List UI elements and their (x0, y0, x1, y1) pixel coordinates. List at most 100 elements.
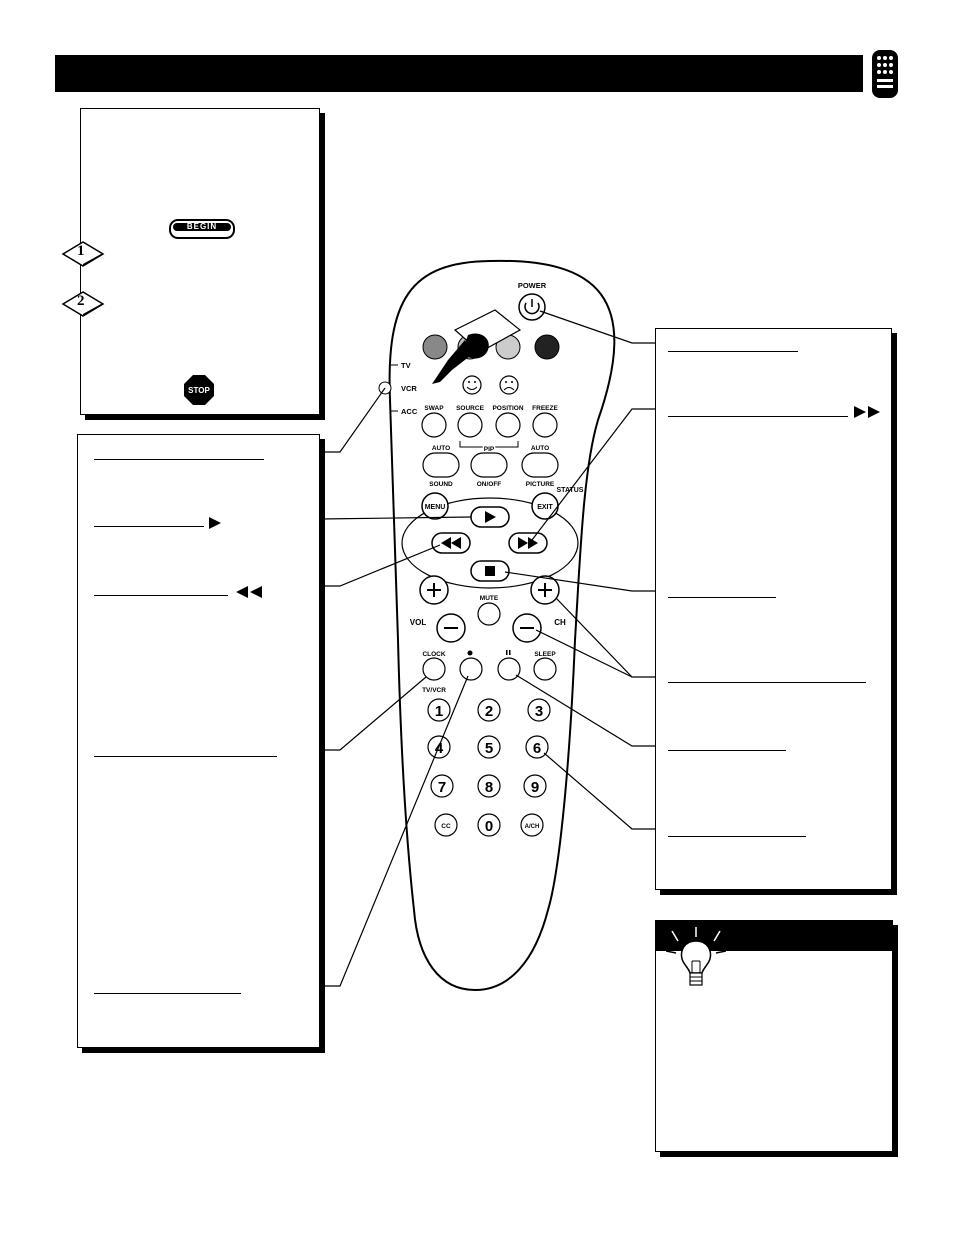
tip-panel (655, 920, 893, 1152)
svg-text:CC: CC (441, 823, 451, 830)
menu-button[interactable] (421, 492, 449, 520)
svg-text:9: 9 (531, 779, 539, 796)
callout-lines-right (504, 310, 655, 830)
pause-icon (506, 650, 511, 655)
step-1-number: 1 (77, 243, 85, 259)
svg-text:A/CH: A/CH (525, 824, 540, 830)
heading-underline (668, 836, 806, 837)
digit-7-button[interactable] (430, 774, 454, 798)
play-icon (485, 511, 496, 523)
svg-text:SOURCE: SOURCE (456, 405, 484, 412)
record-button[interactable] (459, 657, 483, 681)
right-descriptions-panel (655, 328, 892, 890)
pointing-hand-icon (432, 309, 522, 384)
alternate-channel-button[interactable] (520, 813, 544, 837)
clock-button[interactable] (422, 657, 446, 681)
closed-caption-button[interactable] (434, 813, 458, 837)
lightbulb-icon (666, 927, 726, 986)
section-header-bar (55, 55, 863, 92)
source-button[interactable] (457, 412, 483, 438)
callout-lines-left (319, 387, 472, 987)
heading-underline (94, 756, 277, 757)
step-1-diamond-icon (61, 241, 105, 267)
frowny-icon (503, 387, 515, 391)
svg-text:STOP: STOP (188, 386, 210, 395)
heading-underline (94, 595, 228, 596)
svg-text:VOL: VOL (410, 618, 427, 627)
svg-text:FREEZE: FREEZE (532, 405, 558, 412)
svg-text:AUTO: AUTO (432, 445, 450, 452)
smart-sound-button[interactable] (499, 375, 519, 395)
navigation-ring (401, 497, 579, 589)
heading-underline (668, 682, 866, 683)
play-icon (209, 517, 221, 529)
fast-forward-icon (854, 406, 880, 418)
svg-text:CLOCK: CLOCK (422, 651, 445, 658)
svg-text:PIP: PIP (484, 446, 495, 453)
digit-3-button[interactable] (527, 698, 551, 722)
color-button-red[interactable] (422, 334, 448, 360)
svg-text:2: 2 (485, 703, 493, 720)
svg-text:VCR: VCR (401, 384, 417, 393)
heading-underline (668, 750, 786, 751)
svg-text:SOUND: SOUND (429, 481, 453, 488)
svg-text:AUTO: AUTO (531, 445, 549, 452)
svg-text:CH: CH (554, 618, 566, 627)
svg-text:MUTE: MUTE (480, 595, 499, 602)
svg-text:PICTURE: PICTURE (526, 481, 555, 488)
auto-sound-button[interactable] (422, 452, 460, 478)
rewind-icon (236, 586, 262, 598)
stop-icon (485, 566, 495, 576)
smart-picture-button[interactable] (462, 375, 482, 395)
svg-text:4: 4 (435, 740, 444, 757)
stop-sign-icon: STOP (183, 374, 215, 406)
svg-text:TV: TV (401, 361, 411, 370)
auto-picture-button[interactable] (521, 452, 559, 478)
digit-1-button[interactable] (427, 698, 451, 722)
position-button[interactable] (495, 412, 521, 438)
rewind-icon (441, 537, 461, 549)
heading-underline (668, 597, 776, 598)
svg-text:SWAP: SWAP (424, 405, 444, 412)
sleep-button[interactable] (533, 657, 557, 681)
record-icon (467, 650, 473, 656)
freeze-button[interactable] (532, 412, 558, 438)
svg-text:POSITION: POSITION (492, 405, 523, 412)
fast-forward-icon (518, 537, 538, 549)
svg-text:ACC: ACC (401, 407, 418, 416)
svg-text:6: 6 (533, 740, 541, 757)
digit-2-button[interactable] (477, 698, 501, 722)
digit-0-button[interactable] (477, 813, 501, 837)
power-icon (524, 302, 540, 315)
pip-on-off-button[interactable] (470, 452, 508, 478)
heading-underline (668, 416, 848, 417)
heading-underline (668, 351, 798, 352)
svg-text:TV/VCR: TV/VCR (422, 687, 446, 694)
color-button-blue[interactable] (534, 334, 560, 360)
digit-5-button[interactable] (477, 735, 501, 759)
svg-text:3: 3 (535, 703, 543, 720)
svg-text:ON/OFF: ON/OFF (477, 481, 502, 488)
digit-9-button[interactable] (523, 774, 547, 798)
digit-6-button[interactable] (525, 735, 549, 759)
svg-text:8: 8 (485, 779, 493, 796)
svg-text:7: 7 (438, 779, 446, 796)
step-2-diamond-icon (61, 291, 105, 317)
heading-underline (94, 993, 241, 994)
digit-8-button[interactable] (477, 774, 501, 798)
svg-text:EXIT: EXIT (537, 504, 553, 511)
mute-button[interactable] (477, 602, 501, 626)
pause-button[interactable] (497, 657, 521, 681)
remote-icon (872, 50, 898, 98)
heading-underline (94, 526, 204, 527)
swap-button[interactable] (421, 412, 447, 438)
svg-text:MENU: MENU (425, 504, 446, 511)
svg-text:SLEEP: SLEEP (534, 651, 556, 658)
svg-text:POWER: POWER (518, 281, 547, 290)
begin-badge: BEGIN (169, 219, 235, 239)
step-2-number: 2 (77, 293, 85, 309)
heading-underline (94, 459, 264, 460)
svg-text:1: 1 (435, 703, 443, 720)
